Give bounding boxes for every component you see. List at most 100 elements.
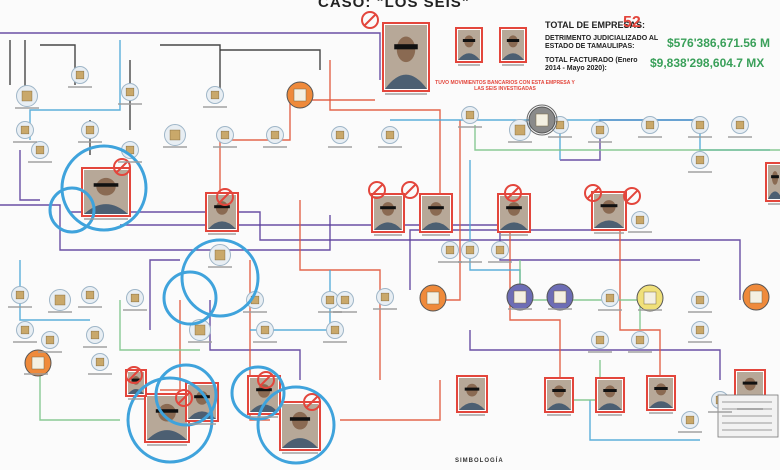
node-caption — [628, 231, 652, 233]
connector-line — [19, 150, 40, 201]
node-caption — [638, 136, 662, 138]
face-blur-bar — [256, 388, 272, 392]
connector-line — [249, 260, 270, 421]
building-icon — [335, 130, 345, 140]
node-caption — [548, 308, 572, 310]
person-shoulders — [458, 53, 480, 60]
building-icon — [645, 120, 655, 130]
face-blur-bar — [600, 204, 618, 208]
face-blur-bar — [771, 175, 779, 179]
node-caption — [508, 308, 532, 310]
node-caption — [24, 373, 48, 375]
node-caption — [48, 311, 72, 313]
building-icon — [695, 295, 705, 305]
person-shoulders — [282, 438, 318, 448]
person-caption — [147, 444, 187, 446]
face-blur-bar — [742, 381, 758, 385]
building-icon — [340, 295, 350, 305]
building-icon — [553, 290, 567, 304]
face-blur-bar — [93, 183, 119, 187]
person-caption — [422, 234, 450, 236]
face-blur-bar — [214, 205, 230, 209]
building-icon — [695, 325, 705, 335]
node-caption — [588, 141, 612, 143]
case-title: CASO: "LOS SEIS" — [318, 0, 470, 11]
node-caption — [263, 146, 287, 148]
prohibited-stamp-icon — [303, 393, 321, 411]
person-caption — [649, 412, 673, 414]
prohibited-stamp-icon — [115, 160, 129, 174]
node-caption — [688, 171, 712, 173]
building-icon — [54, 294, 66, 306]
building-icon — [380, 292, 390, 302]
node-caption — [8, 306, 32, 308]
prohibited-stamp-icon — [175, 389, 193, 407]
person-shoulders — [385, 74, 427, 89]
face-blur-bar — [380, 206, 396, 210]
person-shoulders — [502, 53, 524, 60]
building-icon — [293, 88, 307, 102]
node-caption — [163, 146, 187, 148]
node-caption — [68, 86, 92, 88]
person-shoulders — [250, 404, 278, 412]
building-icon — [465, 245, 475, 255]
connector-line — [440, 120, 461, 301]
building-icon — [20, 325, 30, 335]
connector-line — [329, 60, 441, 195]
building-icon — [685, 415, 695, 425]
building-icon — [210, 90, 220, 100]
person-caption — [188, 423, 216, 425]
total-companies-label: TOTAL DE EMPRESAS: — [545, 20, 646, 30]
person-shoulders — [459, 402, 485, 410]
node-caption — [188, 341, 212, 343]
node-caption — [88, 373, 112, 375]
highlight-ring — [60, 144, 148, 232]
person-shoulders — [147, 430, 187, 440]
node-caption — [213, 146, 237, 148]
node-caption — [548, 136, 572, 138]
building-icon — [21, 90, 33, 102]
node-caption — [78, 306, 102, 308]
node-caption — [688, 311, 712, 313]
person-caption — [128, 398, 144, 400]
node-caption — [588, 351, 612, 353]
connector-line — [0, 204, 331, 251]
highlight-ring — [162, 270, 218, 326]
building-icon — [385, 130, 395, 140]
face-blur-bar — [462, 39, 476, 42]
prohibited-stamp-icon — [361, 11, 379, 29]
connector-line — [340, 380, 441, 421]
building-icon — [125, 87, 135, 97]
node-caption — [688, 341, 712, 343]
building-icon — [85, 290, 95, 300]
building-icon — [426, 291, 440, 305]
prohibited-stamp-icon — [625, 189, 639, 203]
prohibited-stamp-icon — [504, 184, 522, 202]
node-caption — [728, 136, 752, 138]
face-blur-bar — [428, 206, 444, 210]
building-icon — [605, 293, 615, 303]
prohibited-stamp-icon — [257, 371, 275, 389]
node-caption — [38, 351, 62, 353]
node-caption — [328, 146, 352, 148]
building-icon — [595, 125, 605, 135]
node-caption — [318, 311, 342, 313]
building-icon — [595, 335, 605, 345]
building-icon — [749, 290, 763, 304]
building-icon — [35, 145, 45, 155]
node-caption — [208, 266, 232, 268]
connector-line — [220, 49, 321, 70]
detriment-label: DETRIMENTO JUDICIALIZADO AL ESTADO DE TA… — [545, 35, 659, 50]
connector-line — [70, 211, 741, 300]
prohibited-stamp-icon — [125, 366, 143, 384]
building-icon — [635, 215, 645, 225]
prohibited-stamp-icon — [259, 373, 273, 387]
face-blur-bar — [506, 39, 520, 42]
highlight-ring — [154, 363, 218, 427]
person-caption — [594, 232, 624, 234]
node-caption — [118, 161, 142, 163]
person-shoulders — [594, 220, 624, 228]
building-icon — [75, 70, 85, 80]
person-face — [158, 403, 176, 422]
